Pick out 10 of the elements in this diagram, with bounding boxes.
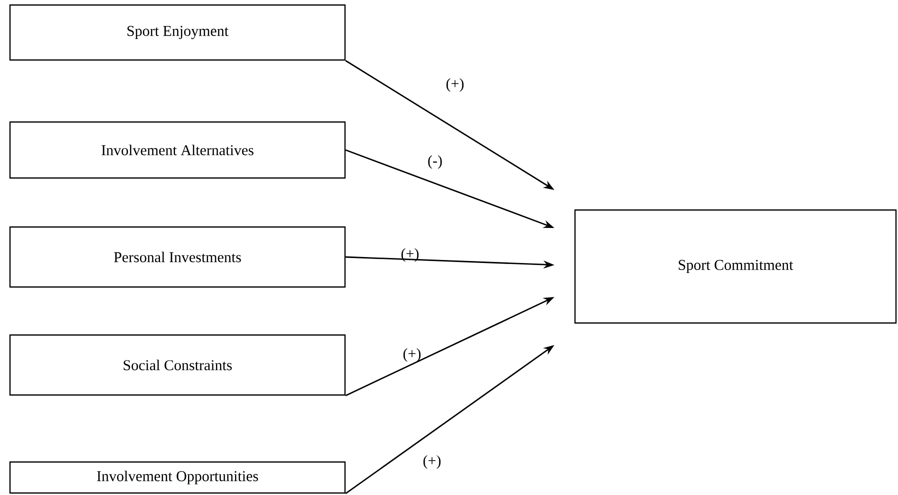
edge-label: (+) xyxy=(403,348,421,362)
edge-label: (+) xyxy=(446,78,464,92)
factor-box: Involvement Opportunities xyxy=(9,461,346,494)
edge-label: (+) xyxy=(423,455,441,469)
factor-box: Sport Enjoyment xyxy=(9,4,346,61)
factor-box: Involvement Alternatives xyxy=(9,121,346,179)
factor-box: Personal Investments xyxy=(9,226,346,288)
edge-label: (-) xyxy=(428,155,442,169)
factor-box: Social Constraints xyxy=(9,334,346,396)
factor-box: Sport Commitment xyxy=(574,209,897,324)
